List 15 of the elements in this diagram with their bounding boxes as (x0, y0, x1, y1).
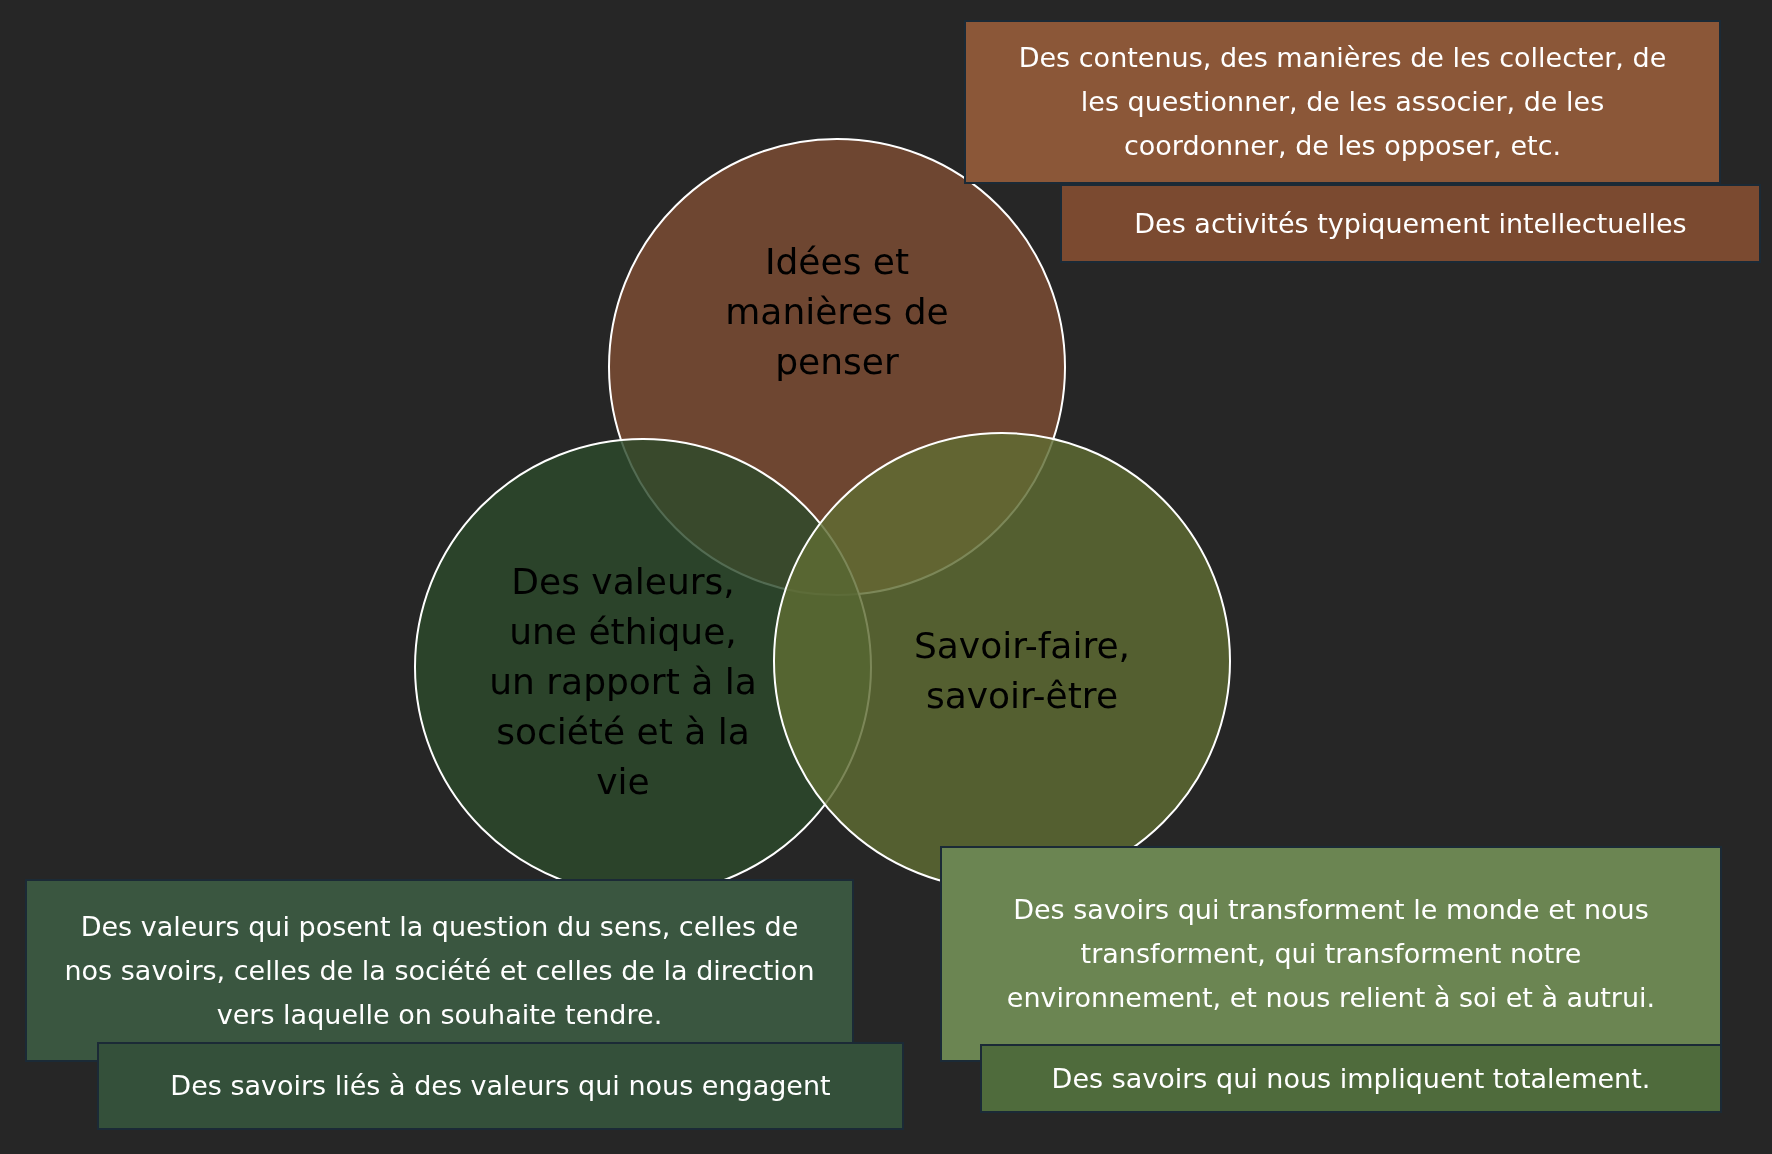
note-card (25, 879, 854, 1062)
note-text: Des savoirs qui nous impliquent totalement. (1051, 1061, 1651, 1096)
circle-label: Savoir-faire, savoir-être (912, 624, 1132, 718)
note-card (964, 20, 1721, 184)
note-text: Des valeurs qui posent la question du sens, celles de nos savoirs, celles de la société et celles de la direction vers laquelle on souhaite tendre. (63, 909, 816, 1032)
note-card (940, 846, 1722, 1062)
note-text: Des contenus, des manières de les collecter, de les questionner, de les associer, de les coordonner, de les opposer, etc. (1017, 41, 1668, 163)
circle-label: Des valeurs, une éthique, un rapport à la société et à la vie (488, 560, 758, 804)
note-card (980, 1044, 1722, 1113)
circle-label: Idées et manières de penser (724, 240, 950, 384)
note-text: Des activités typiquement intellectuelles (1134, 206, 1687, 241)
note-text: Des savoirs liés à des valeurs qui nous engagent (170, 1069, 831, 1103)
note-text: Des savoirs qui transforment le monde et nous transforment, qui transforment notre environnement, et nous relient à soi et à autrui. (1005, 893, 1657, 1015)
note-card (97, 1042, 904, 1130)
note-card (1060, 184, 1761, 263)
